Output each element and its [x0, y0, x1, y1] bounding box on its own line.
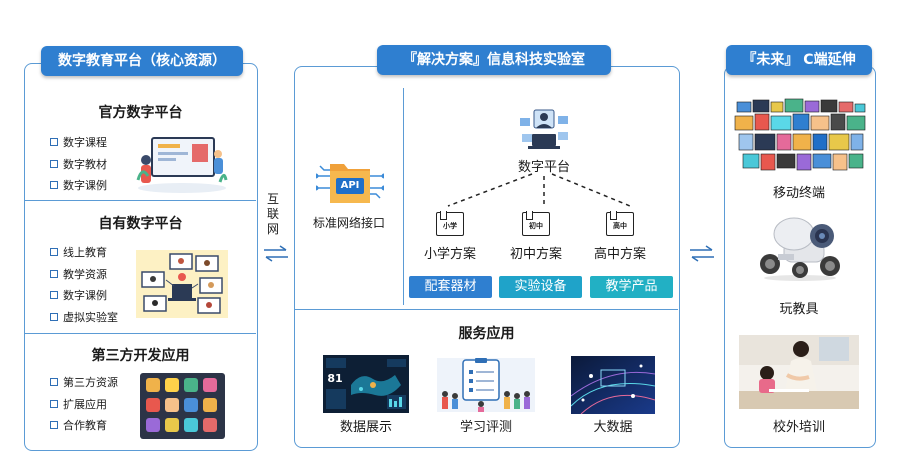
high-school-book-icon: 高中 [606, 211, 634, 236]
api-folder-icon [316, 164, 384, 203]
list-item: 扩展应用 [50, 394, 118, 416]
book-clip-icon [610, 211, 617, 220]
high-school-plan-label: 高中方案 [593, 247, 646, 262]
book-clip-icon [526, 211, 533, 220]
big-data-label: 大数据 [593, 420, 633, 435]
own-platform-title: 自有数字平台 [98, 216, 183, 232]
list-item: 第三方资源 [50, 372, 118, 394]
platform-to-plans-connectors [447, 173, 631, 207]
teaching-products-button[interactable]: 教学产品 [590, 276, 673, 298]
dashboard-readout: 81 [327, 372, 343, 385]
service-apps-title: 服务应用 [458, 326, 515, 342]
official-platform-title: 官方数字平台 [98, 105, 183, 121]
big-data-thumbnail [571, 356, 655, 414]
educational-toys-label: 玩教具 [779, 302, 819, 317]
list-item: 数字课程 [50, 132, 107, 154]
center-horizontal-divider [295, 309, 678, 310]
learning-assessment-label: 学习评测 [459, 420, 512, 435]
api-icon-text: API [340, 180, 360, 191]
middle-school-book-icon: 初中 [522, 211, 550, 236]
data-display-label: 数据展示 [339, 420, 392, 435]
solution-header: 『解决方案』信息科技实验室 [377, 45, 611, 75]
left-divider-2 [25, 333, 256, 334]
internet-label: 互 联 网 [266, 192, 280, 237]
own-platform-list: 线上教育 教学资源 数字课例 虚拟实验室 [50, 242, 118, 328]
primary-school-plan-label: 小学方案 [423, 247, 476, 262]
list-item: 线上教育 [50, 242, 118, 264]
center-vertical-divider [403, 88, 404, 305]
data-dashboard-thumbnail [323, 355, 409, 413]
left-divider-1 [25, 200, 256, 201]
robot-toy-image [760, 217, 840, 281]
tutoring-image [739, 335, 859, 409]
third-party-title: 第三方开发应用 [91, 348, 190, 364]
left-exchange-arrows-icon [264, 245, 288, 262]
list-item: 虚拟实验室 [50, 307, 118, 329]
list-item: 数字教材 [50, 154, 107, 176]
third-party-list: 第三方资源 扩展应用 合作教育 [50, 372, 118, 437]
book-clip-icon [440, 211, 447, 220]
offcampus-training-label: 校外培训 [772, 420, 825, 435]
internet-label-char: 网 [266, 222, 279, 236]
online-class-illustration [136, 250, 228, 318]
learning-assessment-thumbnail [437, 358, 535, 412]
supporting-equipment-button[interactable]: 配套器材 [409, 276, 492, 298]
core-resources-header: 数字教育平台（核心资源） [41, 46, 243, 76]
primary-school-book-icon: 小学 [436, 211, 464, 236]
list-item: 数字课例 [50, 285, 118, 307]
list-item: 教学资源 [50, 264, 118, 286]
book-icon-text: 小学 [443, 222, 457, 230]
digital-platform-label: 数字平台 [517, 160, 570, 175]
teacher-online-icon [520, 109, 568, 149]
internet-label-char: 联 [266, 207, 279, 221]
right-exchange-arrows-icon [690, 245, 714, 262]
teacher-board-illustration [136, 137, 228, 193]
official-platform-list: 数字课程 数字教材 数字课例 [50, 132, 107, 197]
book-icon-text: 高中 [613, 222, 627, 230]
lab-equipment-button[interactable]: 实验设备 [499, 276, 582, 298]
standard-api-label: 标准网络接口 [312, 216, 385, 230]
list-item: 数字课例 [50, 175, 107, 197]
future-header: 『未来』 C端延伸 [726, 45, 872, 75]
internet-label-char: 互 [266, 192, 279, 206]
app-grid-illustration [140, 373, 225, 439]
book-icon-text: 初中 [529, 222, 543, 230]
mobile-terminal-label: 移动终端 [772, 186, 825, 201]
mobile-devices-image [734, 98, 866, 171]
list-item: 合作教育 [50, 415, 118, 437]
middle-school-plan-label: 初中方案 [509, 247, 562, 262]
